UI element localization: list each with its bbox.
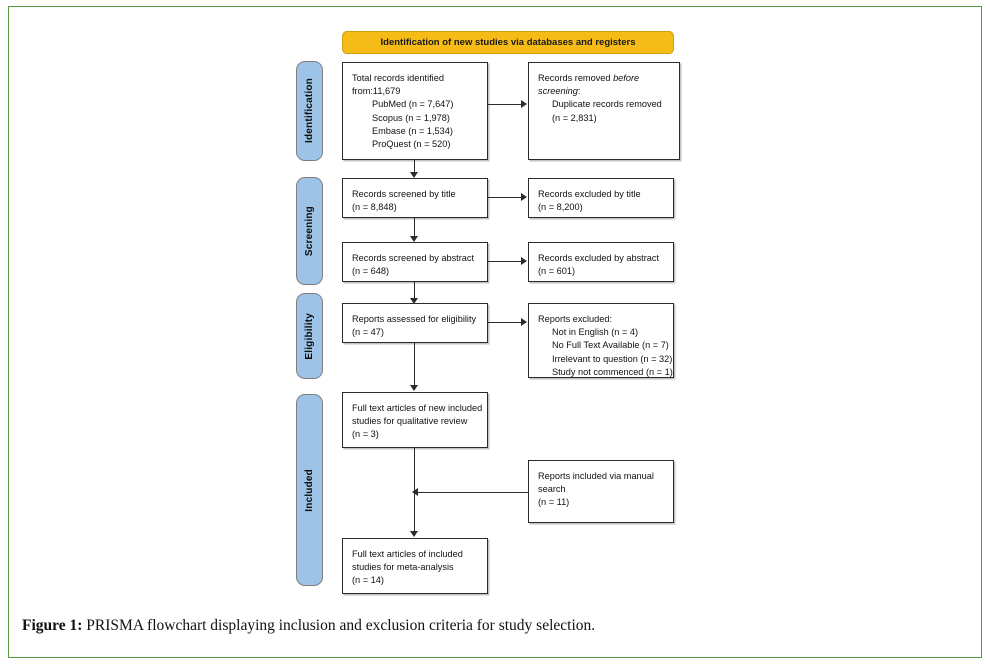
reports-excluded-not-commenced: Study not commenced (n = 1)	[552, 366, 673, 377]
records-removed-line-1: Records removed before	[538, 73, 640, 83]
arrowhead-abstract-to-eligibility	[410, 298, 418, 304]
box-records-removed-before-screening: Records removed before screening: Duplic…	[528, 62, 680, 160]
total-records-proquest: ProQuest (n = 520)	[372, 139, 451, 150]
box-full-text-qualitative-review: Full text articles of new included studi…	[342, 392, 488, 448]
phase-label-eligibility: Eligibility	[296, 293, 323, 379]
assessed-eligibility-line-1: Reports assessed for eligibility	[352, 314, 477, 324]
total-records-pubmed: PubMed (n = 7,647)	[372, 99, 454, 110]
records-removed-count: (n = 2,831)	[552, 112, 597, 123]
screened-title-line-1: Records screened by title	[352, 189, 456, 199]
connector-identification-to-screening	[414, 160, 415, 175]
excluded-title-count: (n = 8,200)	[538, 202, 583, 213]
connector-eligibility-to-excluded	[488, 322, 521, 323]
arrowhead-title-screened-to-excluded	[521, 193, 527, 201]
connector-eligibility-to-included	[414, 343, 415, 387]
arrowhead-manual-search-to-spine	[412, 488, 418, 496]
reports-excluded-irrelevant: Irrelevant to question (n = 32)	[552, 353, 673, 364]
arrowhead-abstract-screened-to-excluded	[521, 257, 527, 265]
box-full-text-meta-analysis: Full text articles of included studies f…	[342, 538, 488, 594]
box-reports-excluded: Reports excluded: Not in English (n = 4)…	[528, 303, 674, 378]
connector-title-to-abstract	[414, 218, 415, 238]
identification-header-bar: Identification of new studies via databa…	[342, 31, 674, 54]
qualitative-line-1: Full text articles of new included	[352, 403, 483, 413]
total-records-scopus: Scopus (n = 1,978)	[372, 112, 450, 123]
box-records-excluded-by-abstract: Records excluded by abstract (n = 601)	[528, 242, 674, 282]
arrowhead-eligibility-to-excluded	[521, 318, 527, 326]
qualitative-count: (n = 3)	[352, 429, 379, 440]
total-records-line-1: Total records identified	[352, 73, 444, 83]
reports-excluded-not-in-english: Not in English (n = 4)	[552, 327, 639, 338]
figure-caption-text: PRISMA flowchart displaying inclusion an…	[82, 617, 596, 634]
arrowhead-identification-to-screening	[410, 172, 418, 178]
manual-search-line-1: Reports included via manual	[538, 471, 654, 481]
arrowhead-title-to-abstract	[410, 236, 418, 242]
box-records-excluded-by-title: Records excluded by title (n = 8,200)	[528, 178, 674, 218]
excluded-abstract-count: (n = 601)	[538, 266, 576, 277]
records-removed-line-2: screening:	[538, 86, 581, 97]
figure-caption-label: Figure 1:	[22, 617, 83, 634]
box-reports-assessed-for-eligibility: Reports assessed for eligibility (n = 47…	[342, 303, 488, 343]
arrowhead-qualitative-to-meta	[410, 531, 418, 537]
manual-search-line-2: search	[538, 484, 566, 495]
arrowhead-identification-to-removed	[521, 100, 527, 108]
box-reports-included-via-manual-search: Reports included via manual search (n = …	[528, 460, 674, 523]
meta-analysis-line-2: studies for meta-analysis	[352, 562, 454, 573]
box-total-records-identified: Total records identified from:11,679 Pub…	[342, 62, 488, 160]
phase-label-screening: Screening	[296, 177, 323, 285]
excluded-title-line-1: Records excluded by title	[538, 189, 641, 199]
reports-excluded-no-full-text: No Full Text Available (n = 7)	[552, 340, 669, 351]
excluded-abstract-line-1: Records excluded by abstract	[538, 253, 660, 263]
phase-label-identification: Identification	[296, 61, 323, 161]
total-records-embase: Embase (n = 1,534)	[372, 125, 453, 136]
connector-abstract-to-eligibility	[414, 282, 415, 300]
connector-abstract-screened-to-excluded	[488, 261, 521, 262]
screened-abstract-count: (n = 648)	[352, 266, 390, 277]
connector-manual-search-to-spine	[418, 492, 528, 493]
screened-abstract-line-1: Records screened by abstract	[352, 253, 475, 263]
arrowhead-eligibility-to-included	[410, 385, 418, 391]
reports-excluded-heading: Reports excluded:	[538, 314, 613, 324]
connector-title-screened-to-excluded	[488, 197, 521, 198]
connector-identification-to-removed	[488, 104, 521, 105]
meta-analysis-line-1: Full text articles of included	[352, 549, 463, 559]
box-records-screened-by-title: Records screened by title (n = 8,848)	[342, 178, 488, 218]
phase-label-included: Included	[296, 394, 323, 586]
meta-analysis-count: (n = 14)	[352, 575, 384, 586]
manual-search-count: (n = 11)	[538, 497, 570, 508]
figure-caption: Figure 1: PRISMA flowchart displaying in…	[22, 617, 952, 635]
qualitative-line-2: studies for qualitative review	[352, 416, 468, 427]
box-records-screened-by-abstract: Records screened by abstract (n = 648)	[342, 242, 488, 282]
assessed-eligibility-count: (n = 47)	[352, 327, 384, 338]
total-records-line-2: from:11,679	[352, 86, 401, 97]
identification-header-label: Identification of new studies via databa…	[380, 37, 636, 48]
screened-title-count: (n = 8,848)	[352, 202, 397, 213]
records-removed-duplicates: Duplicate records removed	[552, 99, 662, 110]
